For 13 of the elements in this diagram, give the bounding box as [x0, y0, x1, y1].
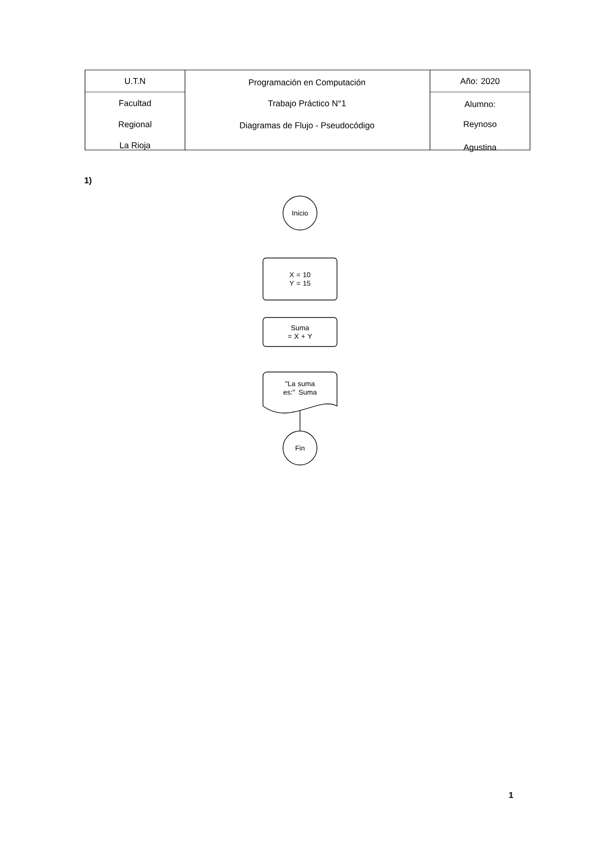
- table-cell-text: Regional: [118, 121, 152, 129]
- table-cell-text: U.T.N: [125, 78, 145, 84]
- page-number: 1: [509, 792, 514, 798]
- question-number: 1): [84, 177, 92, 185]
- table-cell-text: Trabajo Práctico N°1: [268, 100, 346, 108]
- table-cell-text: Diagramas de Flujo - Pseudocódigo: [240, 122, 374, 130]
- table-cell-text: La Rioja: [120, 142, 151, 150]
- table-cell-text: Reynoso: [464, 121, 496, 129]
- table-cell-text: Año: 2020: [460, 78, 500, 84]
- table-cell-text: Facultad: [119, 100, 151, 106]
- table-cell-text: Alumno:: [464, 100, 495, 108]
- table-cell-text: Programación en Computación: [249, 78, 365, 87]
- table-cell-text: Agustina: [463, 144, 497, 152]
